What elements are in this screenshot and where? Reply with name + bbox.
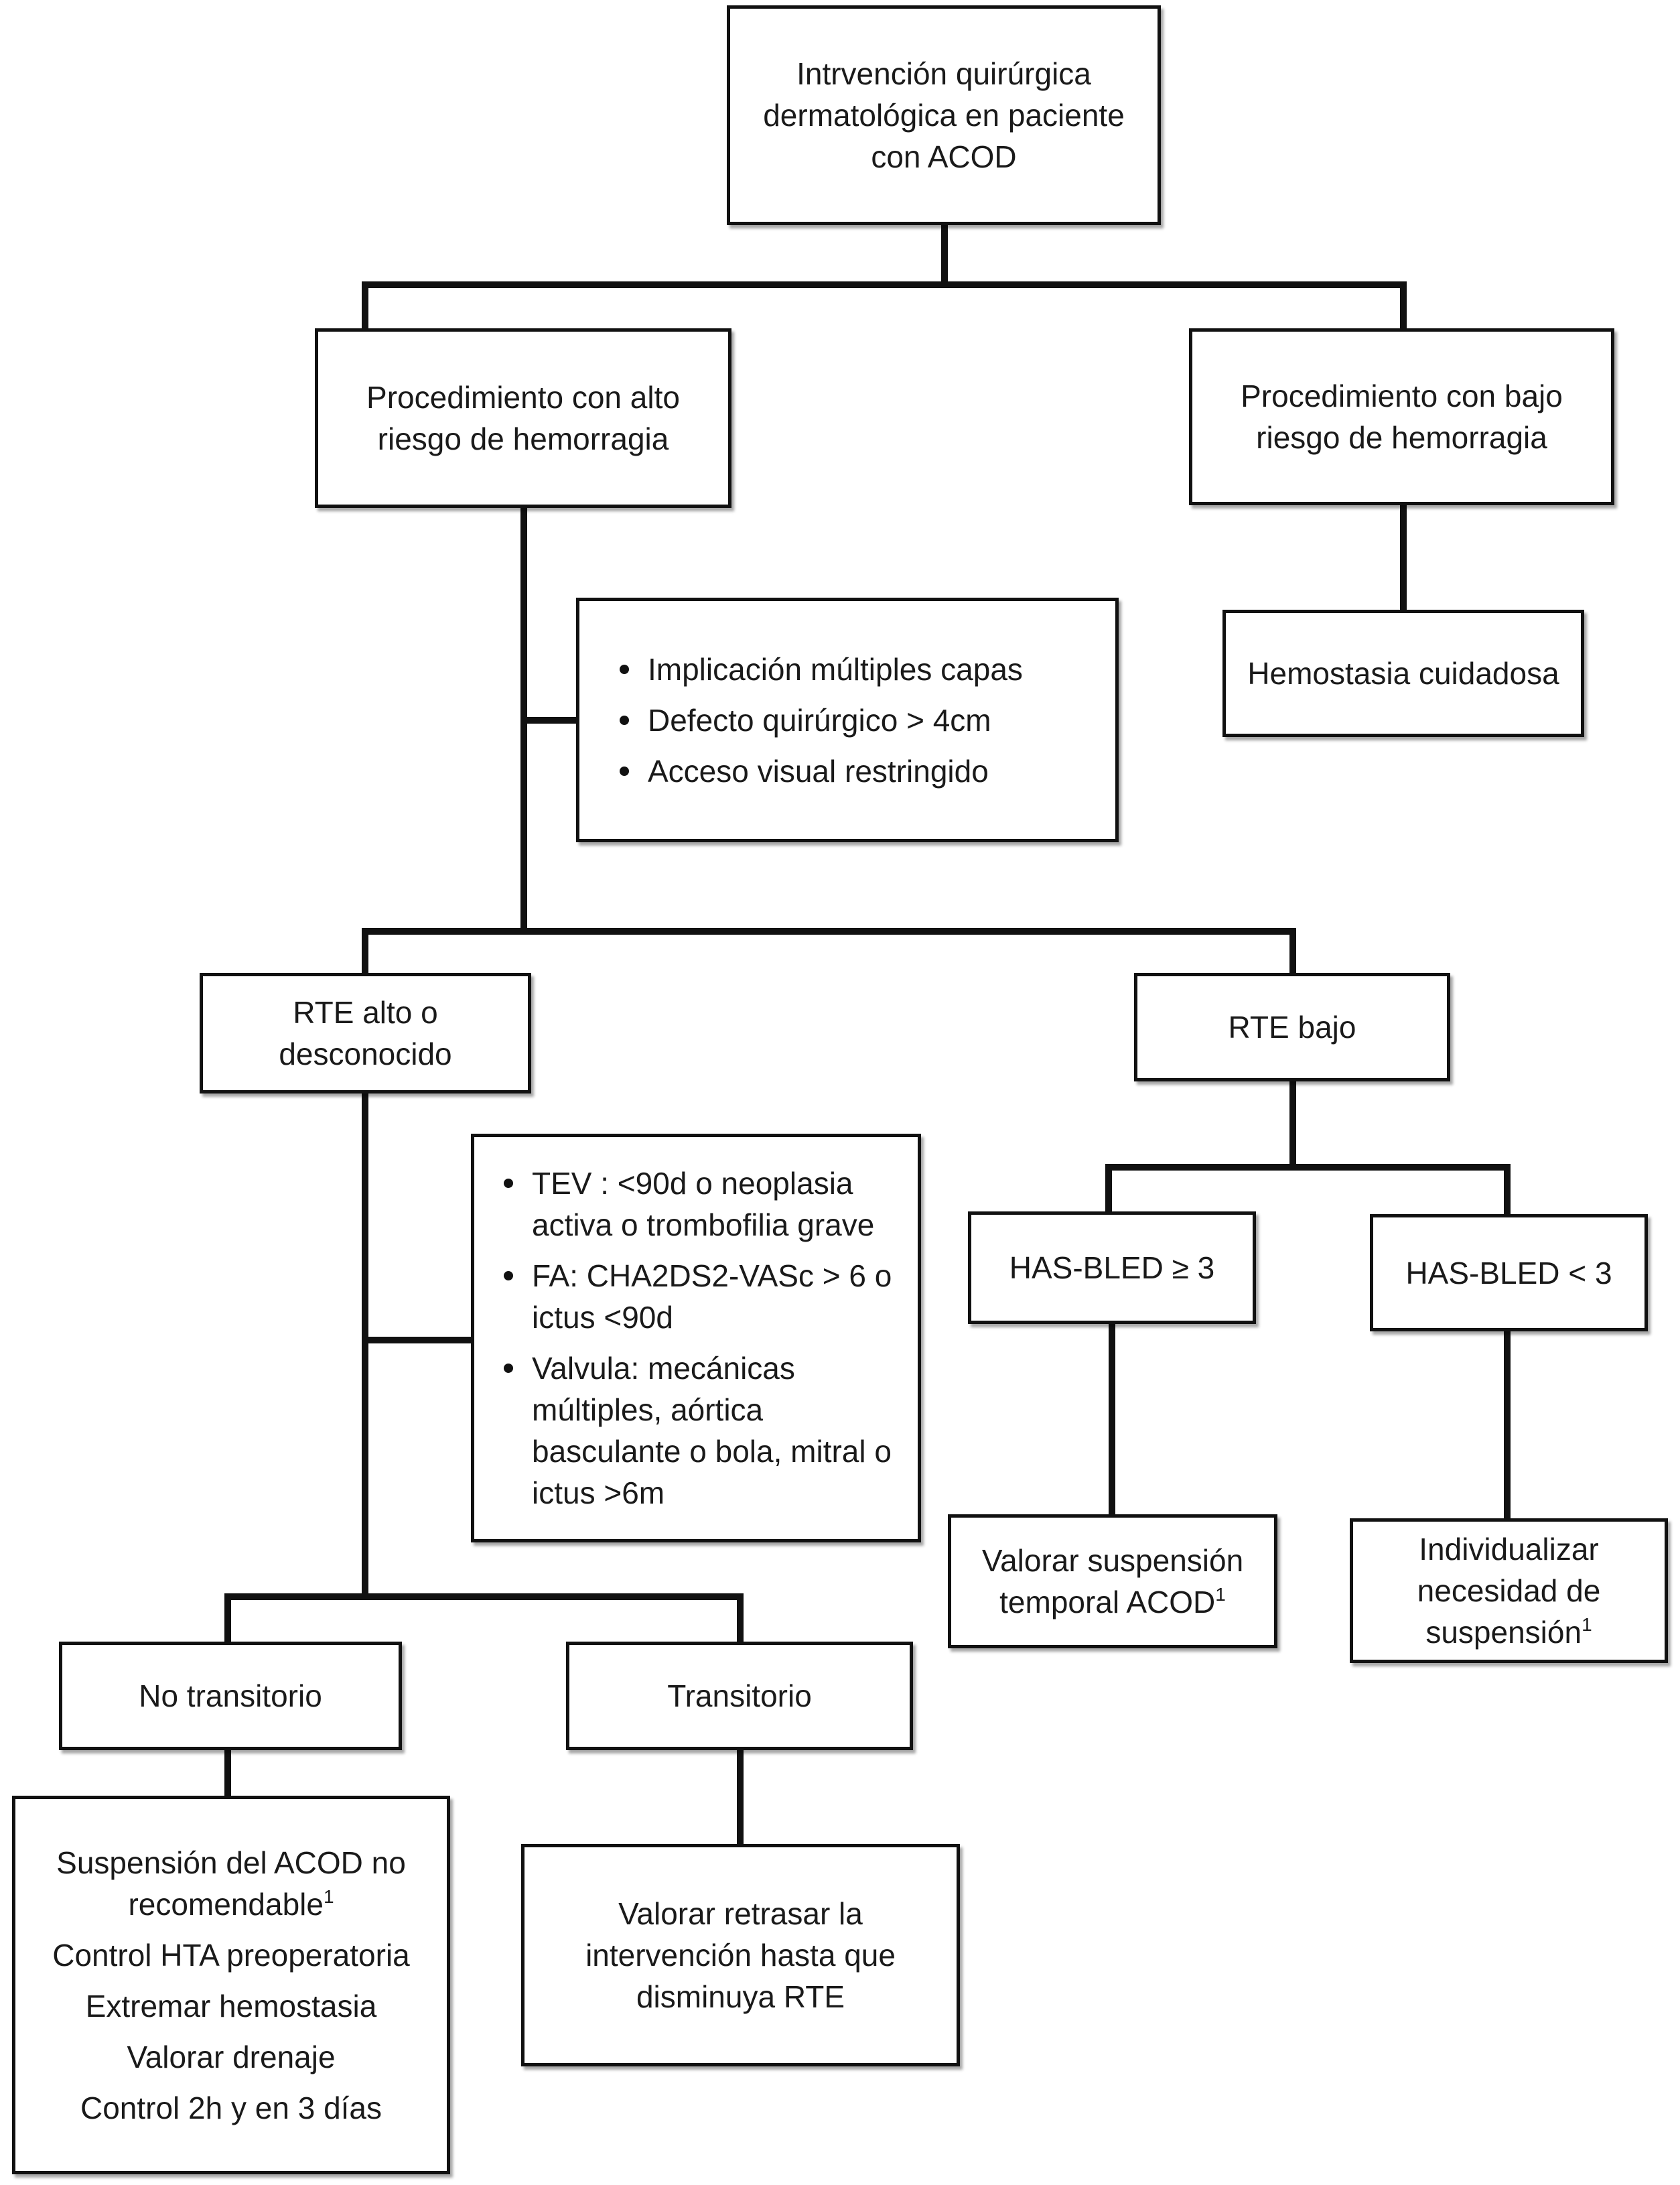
rte-high-line: desconocido	[279, 1037, 452, 1071]
hemostasia-text: Hemostasia cuidadosa	[1247, 656, 1559, 691]
bullet-icon	[504, 1364, 513, 1373]
connector-transitorio-split	[224, 1593, 744, 1646]
criteria-item: Acceso visual restringido	[620, 750, 989, 792]
no-transitorio-node: No transitorio	[59, 1642, 402, 1750]
root-node: Intrvención quirúrgica dermatológica en …	[727, 5, 1161, 225]
has-bled-low-node: HAS-BLED < 3	[1370, 1214, 1648, 1331]
footnote-mark: 1	[323, 1885, 334, 1907]
footnote-mark: 1	[1582, 1614, 1592, 1635]
action-line: intervención hasta que	[585, 1938, 896, 1973]
rte-low-node: RTE bajo	[1134, 973, 1450, 1081]
footnote-mark: 1	[1215, 1584, 1226, 1605]
individualizar-node: Individualizar necesidad de suspensión1	[1350, 1518, 1668, 1663]
connector-rte-low-split	[1105, 1077, 1511, 1221]
rte-high-node: RTE alto o desconocido	[200, 973, 531, 1094]
action-line: Suspensión del ACOD no	[56, 1845, 406, 1880]
connector-root-split	[362, 220, 1407, 333]
action-line: Control HTA preoperatoria	[52, 1937, 410, 1973]
hemostasia-node: Hemostasia cuidadosa	[1222, 610, 1584, 737]
no-transitorio-actions: Suspensión del ACOD no recomendable1 Con…	[12, 1796, 450, 2174]
low-risk-line: riesgo de hemorragia	[1256, 420, 1547, 455]
high-risk-line: riesgo de hemorragia	[377, 421, 669, 456]
bullet-icon	[620, 766, 629, 776]
action-line: recomendable1	[128, 1885, 334, 1922]
valorar-suspension-node: Valorar suspensión temporal ACOD1	[948, 1514, 1277, 1648]
high-risk-node: Procedimiento con alto riesgo de hemorra…	[315, 328, 731, 508]
rte-low-text: RTE bajo	[1228, 1010, 1356, 1045]
criteria-text: Defecto quirúrgico > 4cm	[648, 702, 991, 738]
has-bled-high-text: HAS-BLED ≥ 3	[1009, 1250, 1215, 1285]
valorar-suspension-line: temporal ACOD1	[999, 1584, 1226, 1619]
has-bled-high-node: HAS-BLED ≥ 3	[968, 1211, 1256, 1324]
low-risk-line: Procedimiento con bajo	[1241, 379, 1563, 413]
root-line: con ACOD	[871, 139, 1017, 174]
has-bled-low-text: HAS-BLED < 3	[1405, 1255, 1612, 1290]
connector-rte-split	[362, 928, 1296, 978]
bullet-icon	[504, 1179, 513, 1188]
rte-high-line: RTE alto o	[293, 995, 438, 1030]
high-risk-line: Procedimiento con alto	[366, 380, 680, 415]
criteria-text: Acceso visual restringido	[648, 753, 989, 789]
criteria-item: Implicación múltiples capas	[620, 649, 1023, 690]
bullet-icon	[504, 1271, 513, 1280]
bullet-icon	[620, 715, 629, 725]
transitorio-action: Valorar retrasar la intervención hasta q…	[521, 1844, 960, 2066]
action-line: Control 2h y en 3 días	[80, 2090, 382, 2125]
transitorio-text: Transitorio	[667, 1678, 812, 1713]
individualizar-line: necesidad de	[1417, 1573, 1601, 1608]
transitorio-node: Transitorio	[566, 1642, 913, 1750]
action-line: Valorar retrasar la	[618, 1896, 863, 1931]
no-transitorio-text: No transitorio	[139, 1678, 322, 1713]
individualizar-line: Individualizar	[1419, 1532, 1599, 1567]
action-line: disminuya RTE	[636, 1979, 845, 2014]
action-line: Extremar hemostasia	[85, 1988, 377, 2024]
valorar-suspension-line: Valorar suspensión	[981, 1543, 1244, 1578]
criteria-text: Implicación múltiples capas	[648, 651, 1023, 687]
high-risk-criteria-box: Implicación múltiples capas Defecto quir…	[576, 598, 1119, 842]
action-line: Valorar drenaje	[127, 2039, 336, 2074]
low-risk-node: Procedimiento con bajo riesgo de hemorra…	[1189, 328, 1614, 505]
individualizar-line: suspensión1	[1425, 1614, 1592, 1650]
criteria-item: Defecto quirúrgico > 4cm	[620, 700, 991, 741]
root-line: dermatológica en paciente	[763, 98, 1125, 133]
root-line: Intrvención quirúrgica	[796, 56, 1091, 91]
bullet-icon	[620, 664, 629, 674]
